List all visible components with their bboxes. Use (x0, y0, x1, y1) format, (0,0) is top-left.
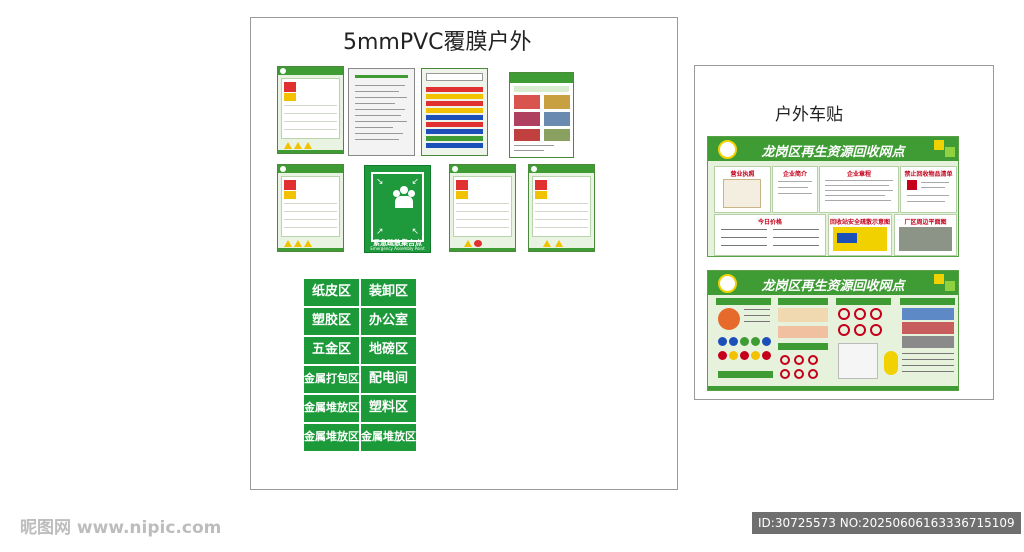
zone-label: 纸皮区 (304, 279, 359, 306)
logo-icon (718, 274, 737, 293)
safety-sign-thumb-1 (277, 66, 344, 154)
zone-label: 地磅区 (361, 337, 416, 364)
panel-company-intro: 企业简介 (772, 166, 818, 213)
panel-today-price: 今日价格 (714, 214, 826, 256)
car-sticker-info: 龙岗区再生资源回收网点 营业执照 企业简介 企业章程 禁止回收物品清单 今日价格 (707, 136, 959, 257)
zone-label: 塑胶区 (304, 308, 359, 335)
assembly-people-icon (393, 186, 415, 208)
zone-label: 金属打包区 (304, 366, 359, 393)
zone-labels-grid: 纸皮区 装卸区 塑胶区 办公室 五金区 地磅区 金属打包区 配电间 金属堆放区 … (304, 279, 416, 451)
car-sticker-safety: 龙岗区再生资源回收网点 (707, 270, 959, 391)
zone-label: 金属堆放区 (361, 424, 416, 451)
assembly-title-cn: 紧急疏散集合点 (373, 239, 422, 247)
safety-sign-thumb-3 (449, 164, 516, 252)
zone-label: 金属堆放区 (304, 424, 359, 451)
safety-sign-thumb-4 (528, 164, 595, 252)
zone-label: 五金区 (304, 337, 359, 364)
panel-prohibited-items: 禁止回收物品清单 (900, 166, 957, 213)
site-watermark: 昵图网 www.nipic.com (20, 518, 222, 538)
sticker-title: 龙岗区再生资源回收网点 (761, 279, 905, 294)
image-id-bar: ID:30725573 NO:20250606163336715109 (752, 512, 1021, 534)
panel-site-plan: 厂区周边平面图 (894, 214, 957, 256)
safety-notice-thumb (348, 68, 415, 156)
panel-company-charter: 企业章程 (819, 166, 899, 213)
sticker-title: 龙岗区再生资源回收网点 (761, 145, 905, 160)
emergency-assembly-sign: ↘ ↙ ↗ ↖ 紧急疏散集合点 Emergency Assembly Point (364, 165, 431, 253)
prohibited-items-thumb (509, 72, 574, 158)
panel-evacuation-map: 回收站安全疏散示意图 (828, 214, 892, 256)
pvc-board-title: 5mmPVC覆膜户外 (343, 30, 532, 55)
logo-icon (718, 140, 737, 159)
panel-business-license: 营业执照 (714, 166, 771, 213)
zone-label: 金属堆放区 (304, 395, 359, 422)
safety-sign-thumb-2 (277, 164, 344, 252)
assembly-title-en: Emergency Assembly Point (370, 246, 425, 251)
car-board-title: 户外车贴 (775, 105, 843, 125)
zone-label: 塑料区 (361, 395, 416, 422)
zone-label: 装卸区 (361, 279, 416, 306)
entry-notice-thumb (421, 68, 488, 156)
zone-label: 配电间 (361, 366, 416, 393)
zone-label: 办公室 (361, 308, 416, 335)
